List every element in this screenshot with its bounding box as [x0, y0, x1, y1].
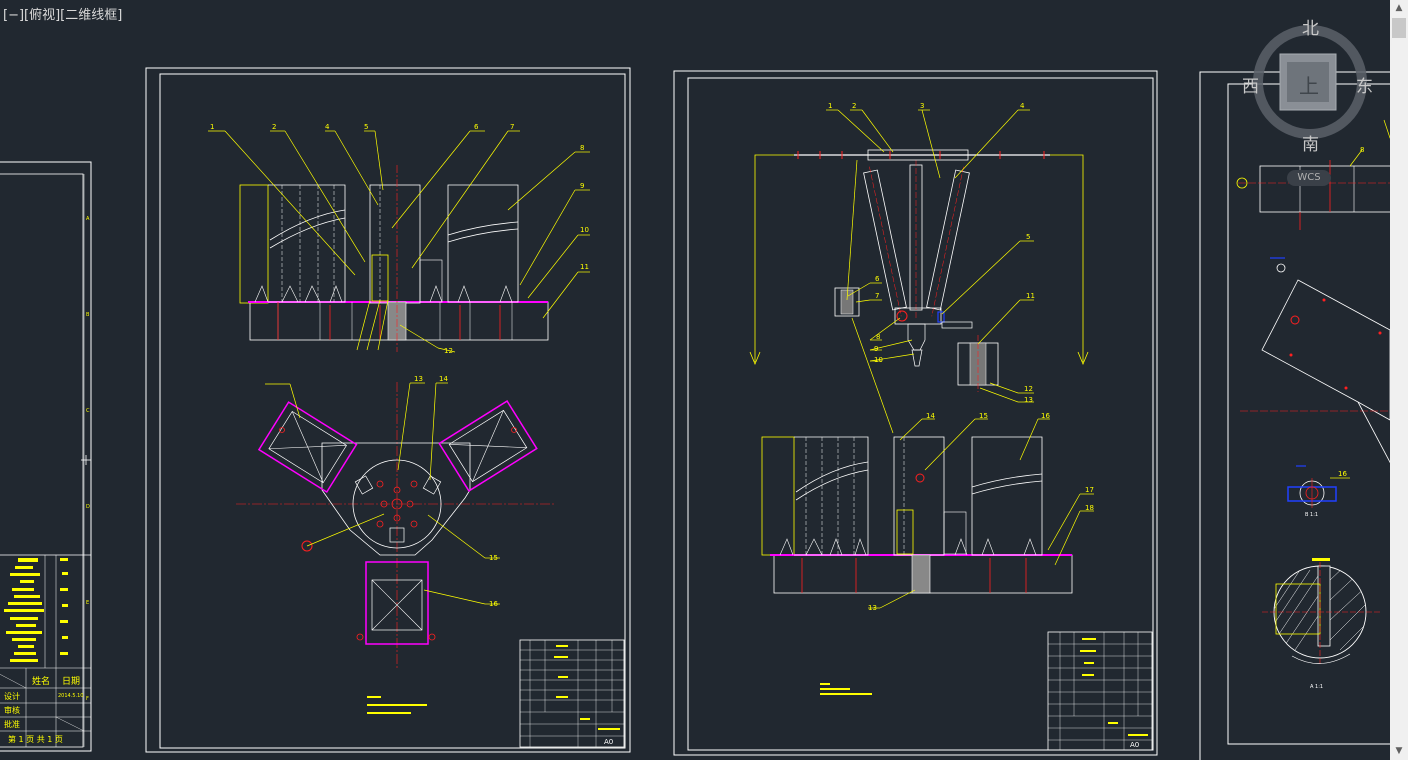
svg-text:14: 14 — [439, 375, 448, 383]
sheet2-callout-numbers-bottom: 13 14 15 16 — [414, 375, 498, 608]
svg-text:7: 7 — [510, 123, 514, 131]
svg-text:11: 11 — [1026, 292, 1035, 300]
svg-text:4: 4 — [1020, 102, 1025, 110]
svg-text:14: 14 — [926, 412, 935, 420]
svg-text:15: 15 — [489, 554, 498, 562]
svg-text:16: 16 — [489, 600, 498, 608]
svg-text:9: 9 — [874, 345, 878, 353]
sheet2-plan-view — [236, 382, 556, 668]
sheet-3: 1 2 3 4 5 6 7 8 9 10 11 12 13 — [673, 70, 1158, 756]
sheet2-leaders-top — [208, 130, 590, 353]
svg-text:4: 4 — [325, 123, 330, 131]
compass-east-label[interactable]: 东 — [1356, 77, 1373, 97]
title-block-date-header: 日期 — [62, 676, 80, 687]
sheet2-leaders-bottom — [265, 382, 500, 605]
sheet3-leaders-bottom — [868, 418, 1094, 609]
svg-text:9: 9 — [580, 182, 584, 190]
svg-text:6: 6 — [474, 123, 479, 131]
svg-text:12: 12 — [1024, 385, 1033, 393]
svg-text:13: 13 — [414, 375, 423, 383]
svg-text:1: 1 — [828, 102, 832, 110]
sheet2-callout-numbers-top: 1 2 4 5 6 7 8 9 10 11 12 — [210, 123, 589, 355]
scroll-up-arrow-icon[interactable]: ▲ — [1395, 3, 1403, 13]
svg-text:2014.5.10: 2014.5.10 — [58, 693, 83, 699]
svg-text:6: 6 — [875, 275, 880, 283]
title-block-page: 第 1 页 共 1 页 — [8, 734, 63, 744]
sheet4-callout-8: 8 — [1360, 146, 1364, 154]
title-block-name-header: 姓名 — [32, 675, 50, 687]
svg-text:5: 5 — [364, 123, 368, 131]
sheet2-title-block: A0 — [519, 639, 625, 748]
svg-text:2: 2 — [272, 123, 276, 131]
svg-text:2: 2 — [852, 102, 856, 110]
wcs-menu-button[interactable]: WCS — [1287, 170, 1331, 186]
sheet2-front-view — [239, 165, 549, 352]
svg-text:A: A — [86, 216, 90, 222]
svg-text:8: 8 — [580, 144, 584, 152]
sheet4-callout-16: 16 — [1338, 470, 1347, 478]
svg-text:16: 16 — [1041, 412, 1050, 420]
sheet3-front-view — [761, 436, 1073, 594]
svg-text:13: 13 — [1024, 396, 1033, 404]
svg-text:15: 15 — [979, 412, 988, 420]
sheet2-size-label: A0 — [604, 738, 613, 746]
compass-south-label[interactable]: 南 — [1302, 135, 1319, 155]
svg-text:B: B — [86, 312, 90, 318]
svg-text:17: 17 — [1085, 486, 1094, 494]
sheet3-size-label: A0 — [1130, 741, 1139, 749]
svg-text:13: 13 — [868, 604, 877, 612]
svg-text:7: 7 — [875, 292, 879, 300]
sheet-4: 8 16 B 1:1 A 1:1 — [1199, 71, 1390, 760]
sheet3-title-block: A0 — [1047, 631, 1153, 751]
sheet-1: 姓名 日期 设计 2014.5.10 审核 批准 第 1 页 共 1 页 A B C… — [0, 161, 92, 752]
svg-text:C: C — [86, 408, 90, 414]
vertical-scrollbar[interactable]: ▲ ▼ — [1390, 0, 1408, 760]
svg-text:10: 10 — [580, 226, 589, 234]
svg-text:F: F — [86, 696, 89, 702]
scrollbar-thumb[interactable] — [1392, 18, 1406, 38]
svg-text:10: 10 — [874, 356, 883, 364]
svg-text:12: 12 — [444, 347, 453, 355]
scroll-down-arrow-icon[interactable]: ▼ — [1395, 746, 1403, 756]
zone-letters: A B C D E F — [86, 216, 90, 702]
viewport-controls-label[interactable]: [−][俯视][二维线框] — [3, 8, 123, 23]
sheet3-notes — [820, 683, 872, 695]
svg-text:8: 8 — [876, 333, 880, 341]
svg-text:5: 5 — [1026, 233, 1030, 241]
svg-text:11: 11 — [580, 263, 589, 271]
title-block-approve: 批准 — [4, 719, 20, 729]
svg-text:18: 18 — [1085, 504, 1094, 512]
sheet3-callout-numbers-top: 1 2 3 4 5 6 7 8 9 10 11 12 13 — [828, 102, 1035, 404]
compass-north-label[interactable]: 北 — [1302, 19, 1319, 39]
sheet3-arm-view — [749, 149, 1089, 392]
svg-text:E: E — [86, 600, 89, 606]
sheet3-leaders-top — [826, 109, 1034, 434]
viewcube-top-face[interactable]: 上 — [1299, 74, 1319, 98]
svg-text:1: 1 — [210, 123, 214, 131]
svg-text:D: D — [86, 504, 90, 510]
title-block-design: 设计 — [4, 691, 20, 701]
sheet3-callout-numbers-bottom: 14 15 16 17 18 13 — [868, 412, 1094, 612]
compass-west-label[interactable]: 西 — [1242, 77, 1259, 97]
svg-text:3: 3 — [920, 102, 924, 110]
section-b-label: B 1:1 — [1305, 512, 1318, 518]
section-a-label: A 1:1 — [1310, 684, 1323, 690]
viewcube-compass-ring[interactable] — [1240, 12, 1380, 152]
sheet-2: 1 2 4 5 6 7 8 9 10 11 12 — [145, 67, 631, 753]
sheet2-notes — [367, 696, 427, 714]
viewcube[interactable]: 北 南 东 西 上 — [1240, 12, 1380, 155]
title-block-review: 审核 — [4, 705, 20, 715]
